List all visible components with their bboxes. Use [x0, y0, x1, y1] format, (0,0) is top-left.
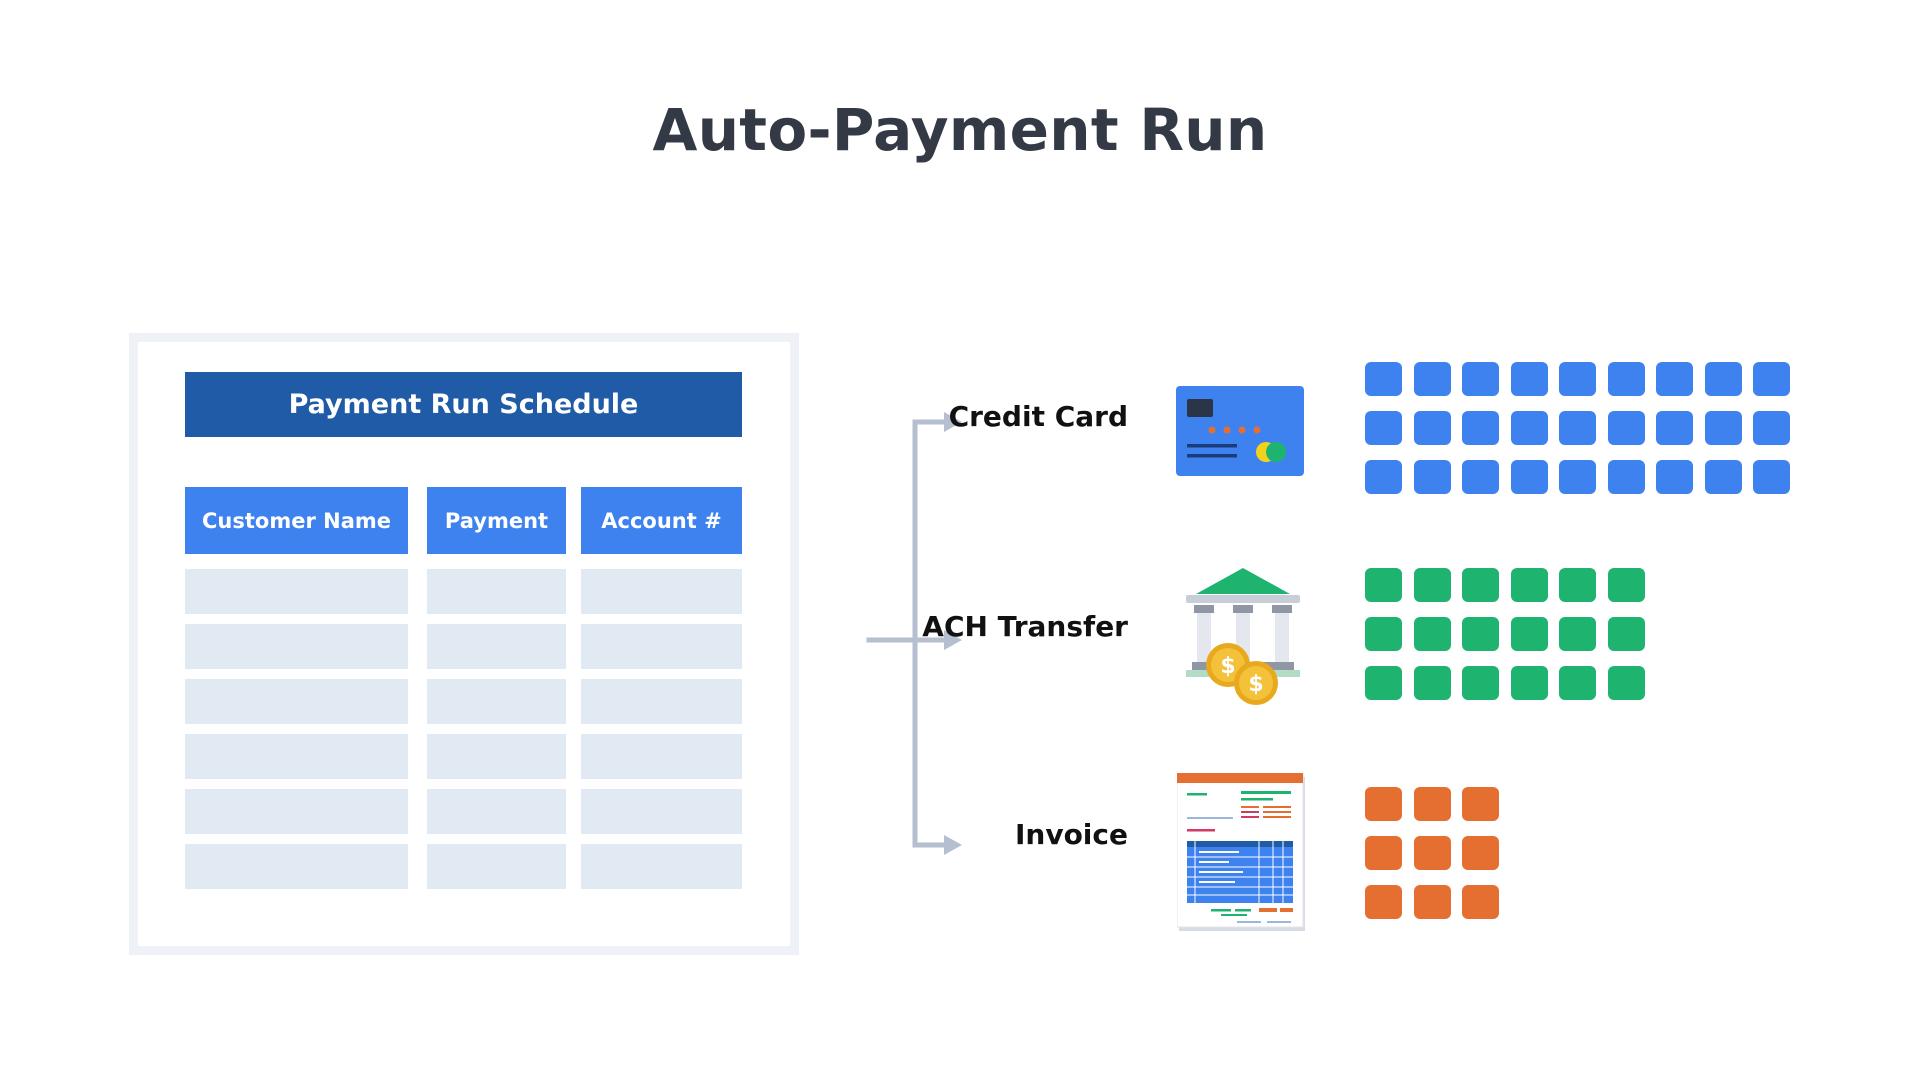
schedule-cell [427, 569, 566, 614]
tile-credit-card [1365, 411, 1402, 445]
tile-bank [1462, 617, 1499, 651]
schedule-cell [581, 624, 742, 669]
schedule-cell [581, 569, 742, 614]
tile-credit-card [1510, 362, 1548, 396]
schedule-cell [427, 624, 566, 669]
tile-bank [1559, 568, 1596, 602]
tile-credit-card [1413, 460, 1451, 494]
method-label-ach-transfer: ACH Transfer [922, 610, 1128, 643]
tile-invoice [1413, 787, 1451, 821]
tile-credit-card [1753, 362, 1790, 396]
schedule-cell [427, 734, 566, 779]
tile-invoice [1413, 885, 1451, 919]
tile-bank [1607, 666, 1645, 700]
method-label-credit-card: Credit Card [948, 400, 1128, 433]
schedule-cell [185, 789, 408, 834]
tile-invoice [1365, 836, 1402, 870]
schedule-cell [185, 679, 408, 724]
tile-credit-card [1365, 362, 1402, 396]
tile-invoice [1365, 885, 1402, 919]
tile-bank [1365, 666, 1402, 700]
schedule-cell [581, 844, 742, 889]
tile-invoice [1413, 836, 1451, 870]
tile-invoice [1365, 787, 1402, 821]
tile-bank [1559, 666, 1596, 700]
column-header-payment: Payment [427, 487, 566, 554]
schedule-cell [185, 844, 408, 889]
tile-credit-card [1656, 460, 1693, 494]
schedule-cell [185, 569, 408, 614]
tile-bank [1413, 617, 1451, 651]
tile-credit-card [1413, 362, 1451, 396]
tile-credit-card [1704, 411, 1742, 445]
tile-bank [1607, 568, 1645, 602]
tile-credit-card [1559, 460, 1596, 494]
tile-credit-card [1559, 362, 1596, 396]
column-header-customer-name: Customer Name [185, 487, 408, 554]
tile-bank [1559, 617, 1596, 651]
tile-bank [1413, 666, 1451, 700]
credit-card-icon [1176, 386, 1304, 476]
tile-credit-card [1413, 411, 1451, 445]
invoice-icon [1177, 773, 1305, 931]
tile-bank [1413, 568, 1451, 602]
tile-credit-card [1607, 460, 1645, 494]
tile-credit-card [1462, 460, 1499, 494]
schedule-header: Payment Run Schedule [185, 372, 742, 437]
method-label-invoice: Invoice [1014, 818, 1128, 851]
tile-credit-card [1365, 460, 1402, 494]
tile-credit-card [1607, 362, 1645, 396]
tile-credit-card [1704, 460, 1742, 494]
tile-bank [1462, 568, 1499, 602]
svg-text:$: $ [1220, 654, 1235, 679]
bank-icon: $ $ [1186, 568, 1300, 705]
tile-bank [1510, 568, 1548, 602]
tile-bank [1365, 568, 1402, 602]
tile-credit-card [1656, 362, 1693, 396]
schedule-cell [427, 844, 566, 889]
schedule-cell [581, 734, 742, 779]
column-header-account: Account # [581, 487, 742, 554]
page-title: Auto-Payment Run [652, 96, 1268, 164]
tile-credit-card [1559, 411, 1596, 445]
tile-credit-card [1510, 411, 1548, 445]
tile-credit-card [1462, 362, 1499, 396]
tile-credit-card [1753, 460, 1790, 494]
tile-credit-card [1607, 411, 1645, 445]
tile-bank [1510, 617, 1548, 651]
tile-invoice [1462, 787, 1499, 821]
tile-bank [1607, 617, 1645, 651]
tile-invoice [1462, 836, 1499, 870]
schedule-cell [185, 624, 408, 669]
svg-text:$: $ [1248, 672, 1263, 697]
tile-bank [1365, 617, 1402, 651]
schedule-cell [185, 734, 408, 779]
tile-credit-card [1753, 411, 1790, 445]
tile-bank [1510, 666, 1548, 700]
tile-credit-card [1510, 460, 1548, 494]
tile-credit-card [1462, 411, 1499, 445]
tile-invoice [1462, 885, 1499, 919]
tile-bank [1462, 666, 1499, 700]
tile-credit-card [1704, 362, 1742, 396]
schedule-cell [581, 789, 742, 834]
tile-credit-card [1656, 411, 1693, 445]
schedule-cell [581, 679, 742, 724]
schedule-cell [427, 679, 566, 724]
schedule-cell [427, 789, 566, 834]
